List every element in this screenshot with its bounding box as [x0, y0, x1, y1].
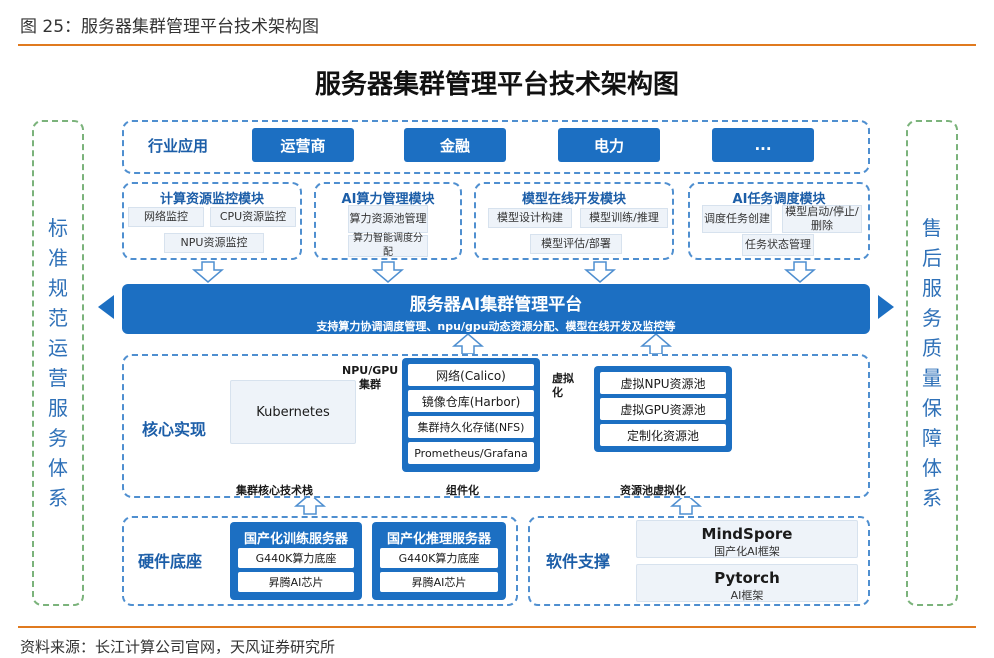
mindspore-card: MindSpore 国产化AI框架: [636, 520, 858, 558]
pytorch-card: Pytorch AI框架: [636, 564, 858, 602]
module-title: AI算力管理模块: [341, 192, 435, 207]
platform-subtitle: 支持算力协调调度管理、npu/gpu动态资源分配、模型在线开发及监控等: [316, 320, 676, 333]
module-chip: CPU资源监控: [210, 207, 296, 227]
module-chip: 模型启动/停止/删除: [782, 205, 862, 233]
kubernetes-box: Kubernetes: [230, 380, 356, 444]
left-col-char: 范: [48, 306, 68, 330]
component-item: 镜像仓库(Harbor): [408, 390, 534, 412]
left-col-char: 准: [48, 246, 68, 270]
component-item: 网络(Calico): [408, 364, 534, 386]
right-col-char: 售: [922, 216, 942, 240]
software-name: MindSpore: [701, 525, 793, 543]
up-arrow-icon: [451, 333, 485, 355]
left-col-char: 规: [48, 276, 68, 300]
software-label: 软件支撑: [546, 552, 611, 571]
module-chip: NPU资源监控: [164, 233, 264, 253]
figure-caption: 图 25：服务器集群管理平台技术架构图: [20, 17, 320, 37]
hardware-item: 昇腾AI芯片: [238, 572, 354, 592]
pool-virtualization-label: 资源池虚拟化: [620, 484, 686, 497]
component-item: Prometheus/Grafana: [408, 442, 534, 464]
top-divider: [18, 44, 976, 46]
module-chip: 算力智能调度分配: [348, 233, 428, 258]
module-chip: 任务状态管理: [742, 234, 814, 256]
software-sub: 国产化AI框架: [714, 545, 780, 558]
core-label: 核心实现: [142, 420, 207, 439]
right-col-char: 障: [922, 426, 942, 450]
software-name: Pytorch: [714, 569, 780, 587]
hardware-item: 昇腾AI芯片: [380, 572, 498, 592]
core-stack-label: 集群核心技术栈: [236, 484, 313, 497]
hardware-label: 硬件底座: [138, 552, 203, 571]
left-triangle-icon: [98, 295, 114, 319]
inference-server-title: 国产化推理服务器: [386, 532, 491, 547]
right-col-char: 后: [922, 246, 942, 270]
industry-item-finance: 金融: [404, 128, 506, 162]
right-col-char: 系: [922, 486, 942, 510]
platform-bar: 服务器AI集群管理平台 支持算力协调调度管理、npu/gpu动态资源分配、模型在…: [122, 284, 870, 334]
module-chip: 网络监控: [128, 207, 204, 227]
down-arrow-icon: [783, 261, 817, 283]
left-col-char: 营: [48, 366, 68, 390]
industry-item-more: ...: [712, 128, 814, 162]
right-col-char: 体: [922, 456, 942, 480]
up-arrow-icon: [639, 333, 673, 355]
left-col-char: 服: [48, 396, 68, 420]
left-col-char: 标: [48, 216, 68, 240]
hardware-item: G440K算力底座: [380, 548, 498, 568]
module-title: 计算资源监控模块: [159, 192, 264, 207]
module-chip: 模型评估/部署: [530, 234, 622, 254]
diagram-title: 服务器集群管理平台技术架构图: [314, 70, 679, 100]
down-arrow-icon: [371, 261, 405, 283]
industry-label: 行业应用: [148, 137, 209, 155]
down-arrow-icon: [583, 261, 617, 283]
npu-gpu-cluster-label: NPU/GPU集群: [342, 364, 399, 391]
pool-item: 定制化资源池: [600, 424, 726, 446]
right-col-char: 服: [922, 276, 942, 300]
module-chip: 调度任务创建: [702, 205, 772, 233]
training-server-title: 国产化训练服务器: [243, 532, 348, 547]
virtualization-label: 虚拟化: [552, 372, 574, 399]
right-col-char: 保: [922, 396, 942, 420]
software-sub: AI框架: [730, 589, 764, 602]
left-col-char: 运: [48, 336, 68, 360]
right-triangle-icon: [878, 295, 894, 319]
componentization-label: 组件化: [446, 484, 479, 497]
right-col-char: 质: [922, 336, 942, 360]
hardware-item: G440K算力底座: [238, 548, 354, 568]
left-col-char: 系: [48, 486, 68, 510]
down-arrow-icon: [191, 261, 225, 283]
left-standard-column: 标 准 规 范 运 营 服 务 体 系: [32, 120, 84, 606]
industry-item-telecom: 运营商: [252, 128, 354, 162]
left-col-char: 务: [48, 426, 68, 450]
right-col-char: 量: [922, 366, 942, 390]
component-item: 集群持久化存储(NFS): [408, 416, 534, 438]
right-col-char: 务: [922, 306, 942, 330]
module-chip: 模型训练/推理: [580, 208, 668, 228]
platform-title: 服务器AI集群管理平台: [409, 295, 583, 315]
right-service-column: 售 后 服 务 质 量 保 障 体 系: [906, 120, 958, 606]
industry-item-power: 电力: [558, 128, 660, 162]
left-col-char: 体: [48, 456, 68, 480]
module-chip: 算力资源池管理: [348, 205, 428, 233]
module-title: AI任务调度模块: [732, 192, 826, 207]
module-chip: 模型设计构建: [488, 208, 572, 228]
bottom-divider: [18, 626, 976, 628]
module-title: 模型在线开发模块: [521, 192, 626, 207]
pool-item: 虚拟NPU资源池: [600, 372, 726, 394]
pool-item: 虚拟GPU资源池: [600, 398, 726, 420]
source-note: 资料来源：长江计算公司官网，天风证券研究所: [20, 638, 336, 656]
